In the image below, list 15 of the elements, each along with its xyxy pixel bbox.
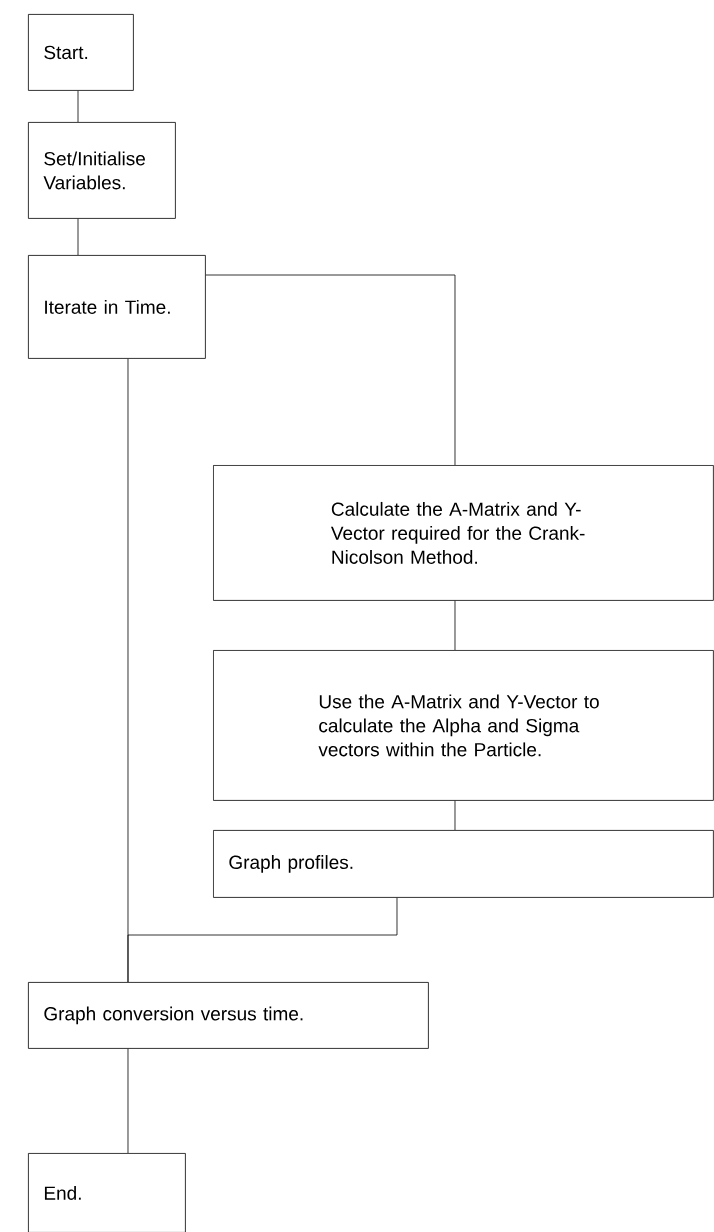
process-box: Graph conversion versus time. [28, 982, 429, 1049]
connector-line [127, 1048, 129, 1154]
process-box: Set/Initialise Variables. [28, 122, 176, 219]
connector-line [127, 358, 129, 983]
process-box: Start. [28, 14, 134, 91]
connector-line [454, 600, 456, 651]
process-box: Iterate in Time. [28, 255, 206, 359]
connector-line [454, 800, 456, 831]
process-box: Graph profiles. [213, 830, 714, 898]
connector-line [77, 218, 79, 256]
process-box: End. [28, 1153, 186, 1232]
process-box: Use the A-Matrix and Y-Vector to calculate the Alpha and Sigma vectors within the Particle. [213, 650, 714, 801]
connector-line [205, 274, 456, 466]
connector-line [77, 90, 79, 123]
process-box: Calculate the A-Matrix and Y-Vector required for the Crank-Nicolson Method. [213, 465, 714, 601]
